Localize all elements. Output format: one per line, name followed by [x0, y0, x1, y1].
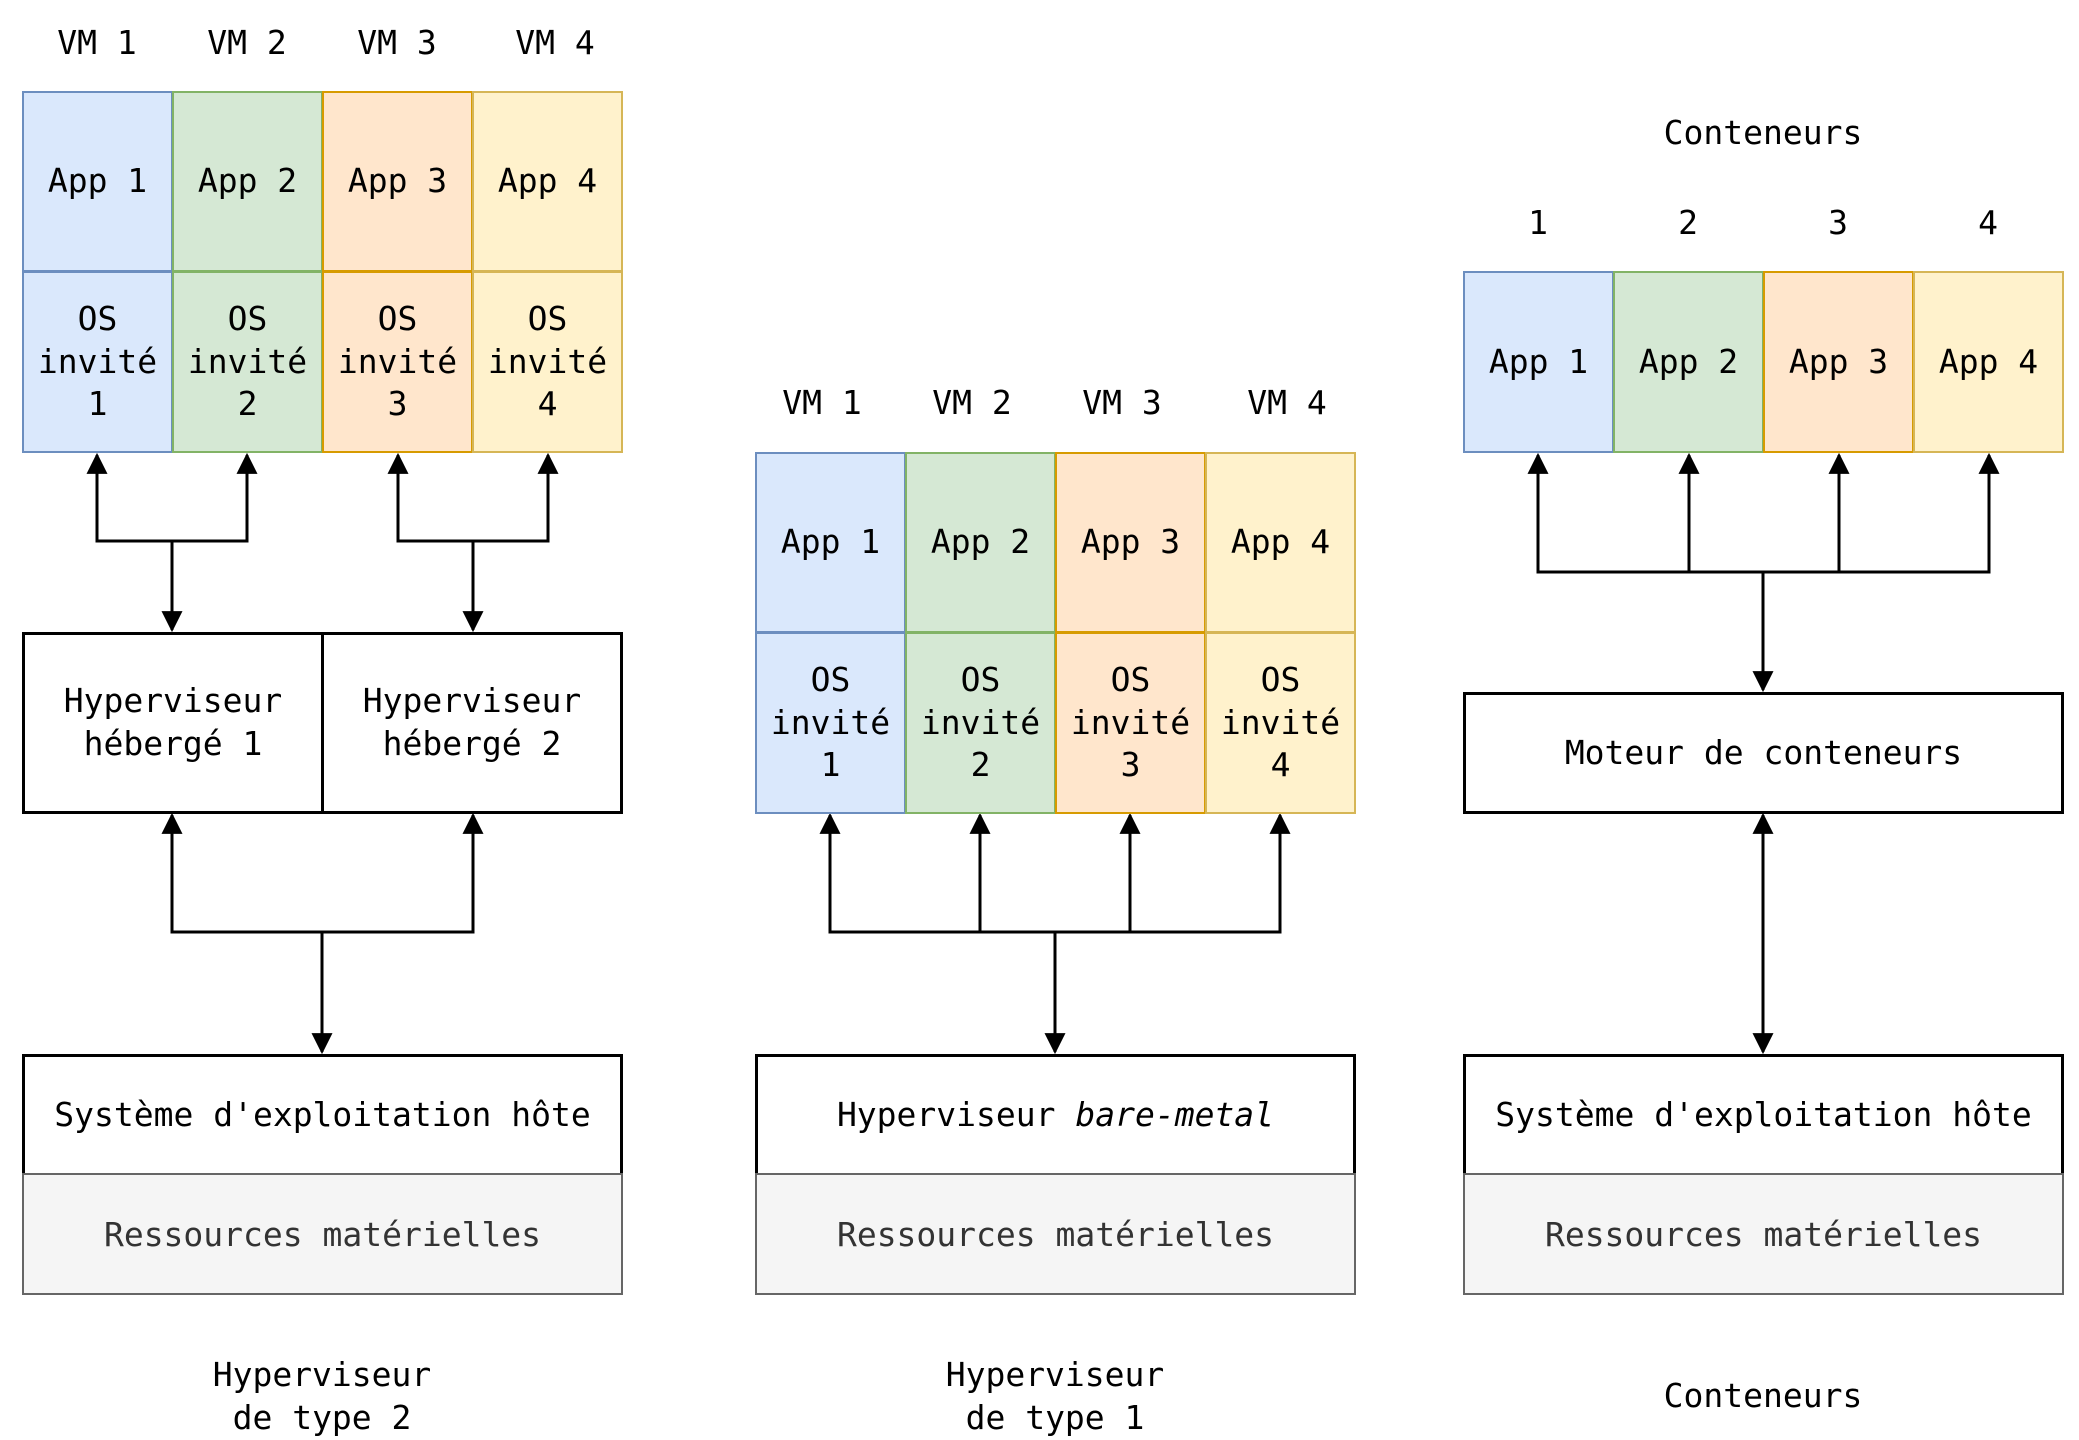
host-os-box: Système d'exploitation hôte	[1463, 1054, 2064, 1176]
container-number: 1	[1528, 203, 1548, 242]
container-number: 3	[1828, 203, 1848, 242]
vm-label: VM 4	[1247, 383, 1327, 422]
container-number: 2	[1678, 203, 1698, 242]
container-app-cell: App 2	[1613, 271, 1764, 453]
vm-label: VM 1	[782, 383, 862, 422]
containers-caption: Conteneurs	[1663, 1376, 1863, 1415]
container-app-cell: App 3	[1763, 271, 1914, 453]
hardware-box: Ressources matérielles	[755, 1173, 1356, 1295]
arrow-vm12-hyp1	[86, 452, 258, 543]
vm-label: VM 1	[57, 23, 137, 62]
host-os-box: Système d'exploitation hôte	[22, 1054, 623, 1176]
bare-metal-hypervisor-box: Hyperviseur bare-metal	[755, 1054, 1356, 1176]
app-cell: App 1	[755, 452, 906, 633]
vm-label: VM 3	[357, 23, 437, 62]
vm-label: VM 3	[1082, 383, 1162, 422]
app-cell: App 3	[322, 91, 473, 272]
app-cell: App 2	[172, 91, 323, 272]
containers-header: Conteneurs	[1663, 113, 1863, 152]
vm-label: VM 4	[515, 23, 595, 62]
arrow-vms-baremetal	[819, 812, 1291, 934]
arrow-hyp-hostos	[161, 812, 484, 934]
hardware-box: Ressources matérielles	[1463, 1173, 2064, 1295]
container-app-cell: App 4	[1913, 271, 2064, 453]
vm-label: VM 2	[207, 23, 287, 62]
arrow-containers-engine	[1527, 452, 2000, 574]
container-app-cell: App 1	[1463, 271, 1614, 453]
app-cell: App 4	[1205, 452, 1356, 633]
container-engine-box: Moteur de conteneurs	[1463, 692, 2064, 814]
arrow-vm34-hyp2	[387, 452, 559, 543]
app-cell: App 4	[472, 91, 623, 272]
vm-label: VM 2	[932, 383, 1012, 422]
app-cell: App 1	[22, 91, 173, 272]
hardware-box: Ressources matérielles	[22, 1173, 623, 1295]
app-cell: App 2	[905, 452, 1056, 633]
app-cell: App 3	[1055, 452, 1206, 633]
container-number: 4	[1978, 203, 1998, 242]
